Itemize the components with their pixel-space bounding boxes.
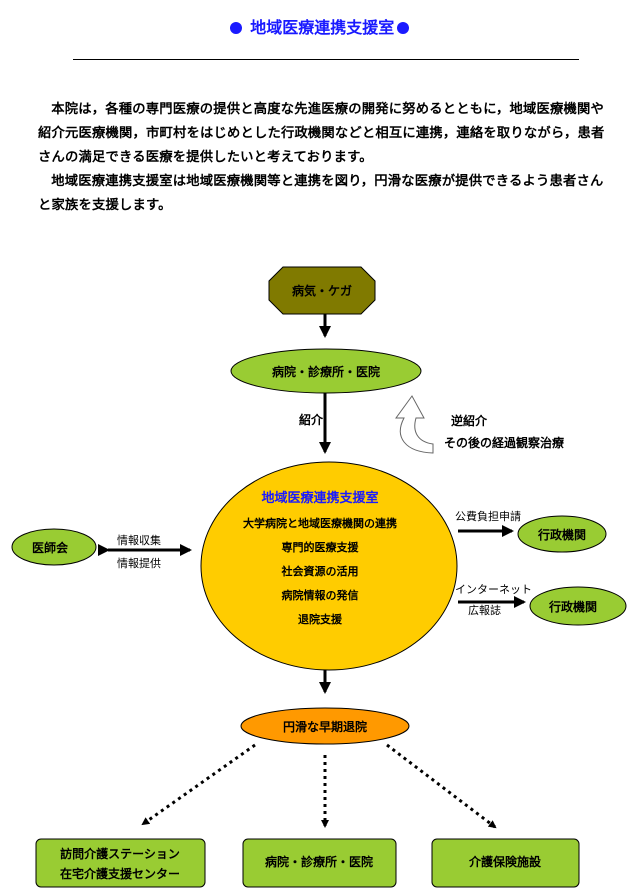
center-item-4: 病院情報の発信	[282, 588, 359, 602]
page-title: 地域医療連携支援室	[0, 14, 639, 38]
reverse-referral-label: 逆紹介	[451, 413, 488, 428]
destination-clinic-label: 病院・診療所・医院	[265, 854, 373, 869]
page-title-text: 地域医療連携支援室	[250, 18, 395, 37]
info-collect-label: 情報収集	[117, 533, 161, 547]
center-item-1: 大学病院と地域医療機関の連携	[243, 516, 397, 530]
admin-agency-1-label: 行政機関	[537, 527, 586, 542]
referral-label: 紹介	[299, 412, 324, 427]
destination-box-care-facility	[431, 838, 580, 888]
start-node-shape	[268, 266, 376, 315]
dotted-arrow-left	[141, 743, 256, 826]
center-node-shape	[200, 461, 458, 671]
info-provide-label: 情報提供	[117, 556, 161, 570]
destination-home-care-line1: 訪問介護ステーション	[60, 846, 180, 861]
dotted-arrow-right	[386, 743, 497, 829]
clinic-node-label: 病院・診療所・医院	[272, 364, 380, 379]
medical-association-shape	[11, 528, 97, 566]
admin-agency-1-shape	[517, 515, 607, 553]
public-expense-label: 公費負担申請	[455, 509, 521, 523]
medical-association-label: 医師会	[32, 540, 69, 555]
destination-home-care-line2: 在宅介護支援センター	[60, 866, 180, 881]
internet-label: インターネット	[455, 583, 532, 596]
title-divider	[73, 59, 579, 60]
center-node-title: 地域医療連携支援室	[261, 490, 378, 506]
admin-agency-2-shape	[529, 586, 627, 626]
followup-label: その後の経過観察治療	[444, 435, 564, 450]
reverse-referral-arrow-icon	[395, 395, 434, 454]
destination-care-facility-label: 介護保険施設	[468, 854, 542, 869]
discharge-node-shape	[240, 707, 410, 745]
intro-paragraph-2: 地域医療連携支援室は地域医療機関等と連携を図り，円滑な医療が提供できるよう患者さ…	[38, 174, 604, 213]
pr-magazine-label: 広報誌	[468, 603, 501, 617]
bullet-icon	[397, 22, 410, 34]
destination-box-clinic	[242, 838, 397, 888]
center-item-3: 社会資源の活用	[281, 564, 359, 578]
admin-agency-2-label: 行政機関	[548, 599, 597, 614]
intro-text: 本院は，各種の専門医療の提供と高度な先進医療の開発に努めるとともに，地域医療機関…	[38, 98, 608, 218]
intro-paragraph-1: 本院は，各種の専門医療の提供と高度な先進医療の開発に努めるとともに，地域医療機関…	[38, 102, 605, 165]
center-item-5: 退院支援	[298, 612, 343, 626]
destination-box-home-care	[35, 838, 206, 888]
discharge-node-label: 円滑な早期退院	[283, 719, 367, 734]
bullet-icon	[229, 22, 242, 34]
start-node-label: 病気・ケガ	[292, 283, 352, 298]
center-item-2: 専門的医療支援	[282, 540, 360, 554]
